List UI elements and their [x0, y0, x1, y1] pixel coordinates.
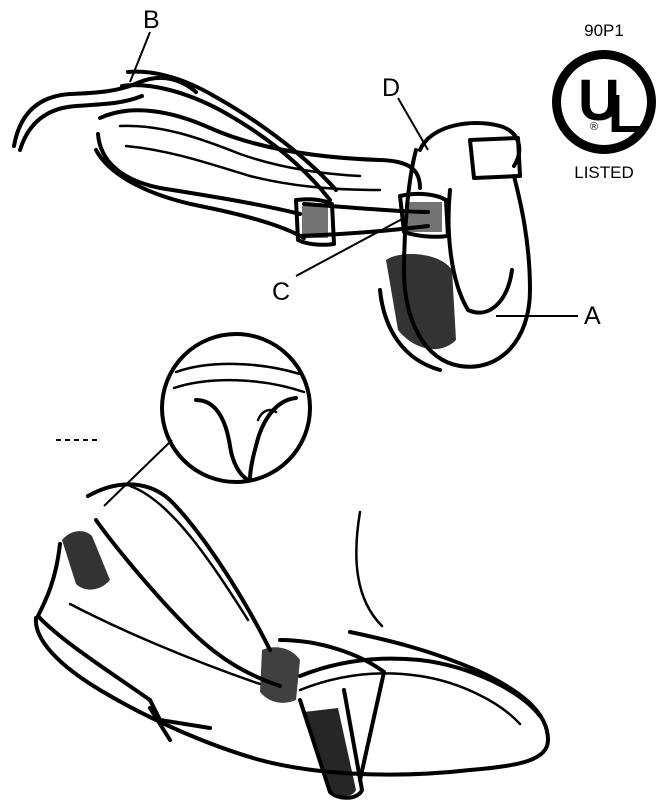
ul-listed-mark: 90P1 U L ® LISTED — [552, 21, 656, 182]
ul-registered-symbol: ® — [590, 121, 598, 133]
label-c: C — [272, 278, 290, 306]
worn-strap — [62, 484, 384, 797]
callout-a: A — [496, 302, 601, 330]
ul-listed-text: LISTED — [574, 163, 634, 182]
ul-letter-l: L — [608, 84, 641, 144]
label-d: D — [382, 74, 400, 102]
ankle-loop — [380, 123, 530, 370]
hook-loop-band — [296, 194, 448, 245]
ul-file-code: 90P1 — [584, 21, 624, 40]
leg-outline — [356, 512, 382, 626]
strap-body — [96, 110, 428, 238]
magnified-detail — [162, 334, 310, 482]
callout-d: D — [382, 74, 428, 150]
strap-illustration — [14, 72, 530, 370]
label-a: A — [584, 302, 601, 330]
label-b: B — [143, 6, 160, 34]
shoe-illustration — [36, 334, 548, 798]
ground-cord — [14, 72, 336, 200]
